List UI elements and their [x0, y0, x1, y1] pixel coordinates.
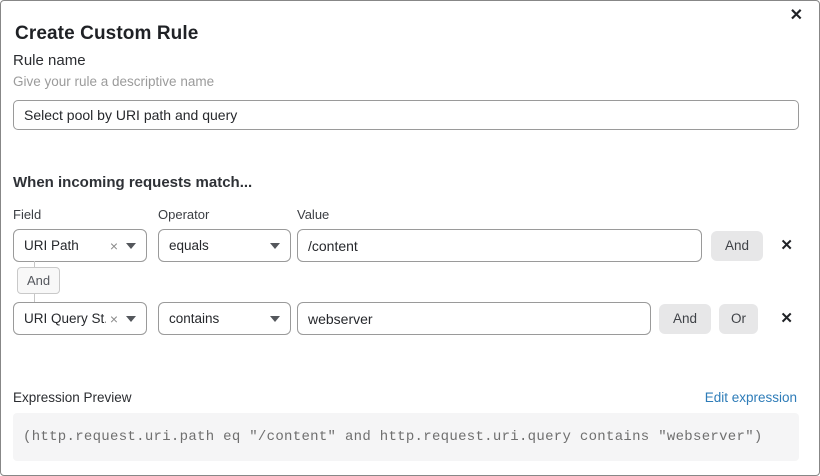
- delete-icon: ✕: [780, 237, 793, 254]
- add-and-condition-button-1[interactable]: And: [711, 230, 764, 261]
- value-input-2[interactable]: [297, 302, 651, 335]
- operator-select-2[interactable]: contains: [158, 302, 291, 335]
- field-select-2-value: URI Query St...: [24, 311, 106, 326]
- chevron-down-icon: [126, 242, 136, 249]
- field-column-label: Field: [13, 207, 42, 222]
- rule-name-input[interactable]: [13, 100, 799, 130]
- field-select-1[interactable]: URI Path ×: [13, 229, 147, 262]
- field-select-1-value: URI Path: [24, 238, 79, 253]
- close-icon: ✕: [789, 7, 803, 24]
- operator-select-1[interactable]: equals: [158, 229, 291, 262]
- chevron-down-icon: [126, 315, 136, 322]
- condition-row-2: URI Query St... × contains And Or ✕: [13, 302, 799, 335]
- logic-connector-label: And: [27, 273, 51, 288]
- chevron-down-icon: [270, 315, 280, 322]
- expression-code: (http.request.uri.path eq "/content" and…: [23, 429, 763, 445]
- condition-row-1: URI Path × equals And ✕: [13, 229, 799, 262]
- operator-select-1-value: equals: [169, 238, 209, 253]
- field-select-2[interactable]: URI Query St... ×: [13, 302, 147, 335]
- rule-name-help-text: Give your rule a descriptive name: [13, 74, 215, 89]
- page-title: Create Custom Rule: [15, 22, 199, 44]
- clear-field-icon[interactable]: ×: [109, 310, 118, 327]
- match-heading: When incoming requests match...: [13, 174, 253, 191]
- logic-connector-toggle[interactable]: And: [17, 267, 61, 294]
- add-or-condition-button-2[interactable]: Or: [719, 303, 759, 334]
- rule-name-label: Rule name: [13, 52, 86, 69]
- chevron-down-icon: [270, 242, 280, 249]
- value-column-label: Value: [297, 207, 330, 222]
- expression-preview-block: (http.request.uri.path eq "/content" and…: [13, 413, 799, 461]
- add-and-condition-button-2[interactable]: And: [659, 303, 712, 334]
- edit-expression-link[interactable]: Edit expression: [704, 390, 797, 405]
- operator-column-label: Operator: [158, 207, 210, 222]
- close-button[interactable]: ✕: [788, 6, 805, 26]
- delete-condition-button-1[interactable]: ✕: [780, 238, 793, 253]
- value-input-1[interactable]: [297, 229, 702, 262]
- delete-condition-button-2[interactable]: ✕: [780, 311, 793, 326]
- delete-icon: ✕: [780, 310, 793, 327]
- clear-field-icon[interactable]: ×: [109, 237, 118, 254]
- expression-preview-label: Expression Preview: [13, 390, 132, 405]
- operator-select-2-value: contains: [169, 311, 220, 326]
